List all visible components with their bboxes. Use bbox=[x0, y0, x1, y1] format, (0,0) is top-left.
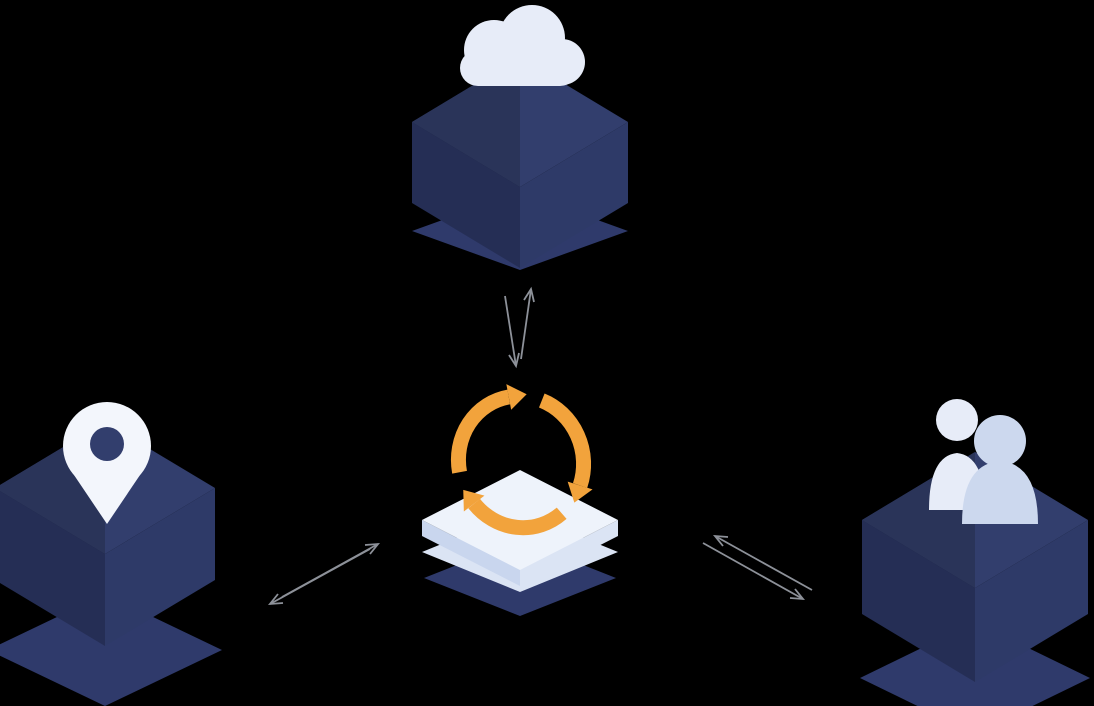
connector-line bbox=[520, 288, 532, 360]
user-front-head bbox=[974, 415, 1026, 467]
users-cube-node bbox=[860, 399, 1090, 706]
arrowhead-left-icon bbox=[268, 593, 284, 606]
cloud-cube-left-face bbox=[412, 122, 520, 268]
platform-side-left bbox=[422, 520, 520, 586]
sync-cycle-arrows-icon bbox=[450, 384, 593, 536]
sync-platform-node bbox=[422, 384, 618, 616]
sync-arc-bottom bbox=[468, 498, 567, 536]
connector-line bbox=[504, 295, 517, 367]
users-cube-right-face bbox=[975, 520, 1088, 682]
arrowhead-down-icon bbox=[508, 352, 520, 369]
users-icon bbox=[929, 399, 1038, 524]
cloud-cube-node bbox=[412, 5, 628, 270]
cloud-cube-top-face-shade bbox=[412, 57, 520, 187]
arrowhead-left-icon bbox=[713, 534, 729, 547]
arrowhead-right-icon bbox=[789, 588, 805, 601]
connector-line bbox=[281, 543, 379, 598]
connector-line bbox=[702, 542, 804, 600]
location-cube-shadow bbox=[0, 594, 222, 706]
user-back-head bbox=[936, 399, 978, 441]
sync-arrowhead-right bbox=[567, 481, 593, 503]
users-cube-left-face bbox=[862, 520, 975, 682]
arrowhead-right-icon bbox=[364, 542, 380, 555]
cloud-base bbox=[460, 50, 578, 86]
sync-arc-right bbox=[538, 393, 592, 488]
connector-line bbox=[714, 535, 813, 591]
connector-location-center bbox=[268, 542, 380, 606]
pin-point bbox=[74, 475, 140, 524]
sync-arrowhead-left bbox=[463, 489, 485, 512]
user-front-body bbox=[962, 461, 1038, 524]
location-cube-right-face bbox=[105, 488, 215, 646]
sync-arrowhead-top bbox=[506, 384, 527, 410]
connector-users-center bbox=[702, 534, 813, 601]
cloud-cube-right-face bbox=[520, 122, 628, 268]
location-cube-node bbox=[0, 402, 222, 706]
arrowhead-up-icon bbox=[523, 286, 535, 303]
platform-side-right bbox=[520, 520, 618, 586]
pin-hole bbox=[90, 427, 124, 461]
cloud-icon bbox=[460, 5, 585, 86]
location-cube-left-face bbox=[0, 491, 105, 646]
sync-arc-top bbox=[450, 389, 511, 474]
map-pin-icon bbox=[63, 402, 151, 524]
connector-cloud-center bbox=[504, 286, 535, 369]
